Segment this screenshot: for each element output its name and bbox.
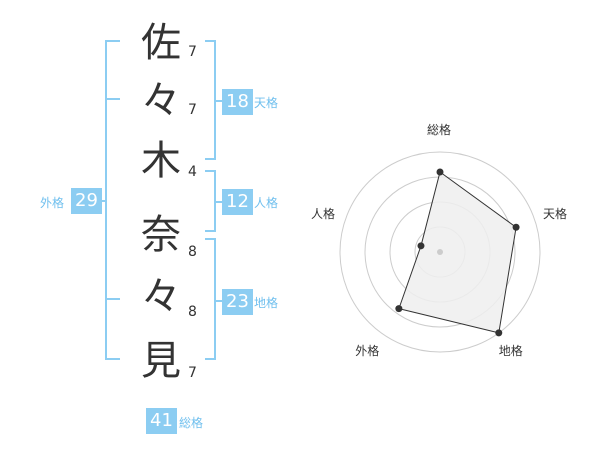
radar-axis-label-2: 天格	[543, 207, 568, 222]
soukaku-score: 41	[146, 408, 177, 434]
stroke-count-2: 7	[188, 102, 197, 118]
chikaku-label: 地格	[254, 296, 279, 310]
radar-point-5	[417, 242, 425, 250]
radar-point-3	[495, 329, 503, 337]
radar-axis-label-1: 総格	[427, 123, 452, 137]
radar-point-1	[436, 168, 444, 176]
radar-series-polygon	[398, 171, 517, 334]
radar-axis-label-4: 外格	[355, 343, 380, 358]
radar-ring-4	[339, 151, 541, 353]
radar-center-dot	[437, 249, 443, 255]
chikaku-score: 23	[222, 289, 253, 315]
stroke-count-5: 8	[188, 304, 197, 320]
stroke-count-3: 4	[188, 164, 197, 180]
tenkaku-score: 18	[222, 89, 253, 115]
stroke-count-6: 7	[188, 365, 197, 381]
jinkaku-score: 12	[222, 189, 253, 215]
jinkaku-label: 人格	[254, 196, 279, 210]
stroke-count-4: 8	[188, 244, 197, 260]
name-char-5: 々	[141, 274, 181, 320]
name-char-6: 見	[141, 338, 181, 384]
name-char-2: 々	[141, 78, 181, 124]
radar-axis-label-3: 地格	[498, 343, 523, 358]
name-char-1: 佐	[141, 20, 181, 66]
name-char-3: 木	[141, 138, 181, 184]
radar-point-4	[395, 305, 403, 313]
radar-axis-label-5: 人格	[310, 207, 335, 222]
name-char-4: 奈	[141, 212, 181, 258]
stroke-count-1: 7	[188, 44, 197, 60]
radar-point-2	[512, 223, 520, 231]
soukaku-label: 総格	[179, 416, 204, 430]
gaikaku-score: 29	[71, 188, 102, 214]
tenkaku-label: 天格	[254, 96, 279, 110]
radar-chart	[339, 151, 541, 353]
gaikaku-label: 外格	[40, 196, 65, 210]
